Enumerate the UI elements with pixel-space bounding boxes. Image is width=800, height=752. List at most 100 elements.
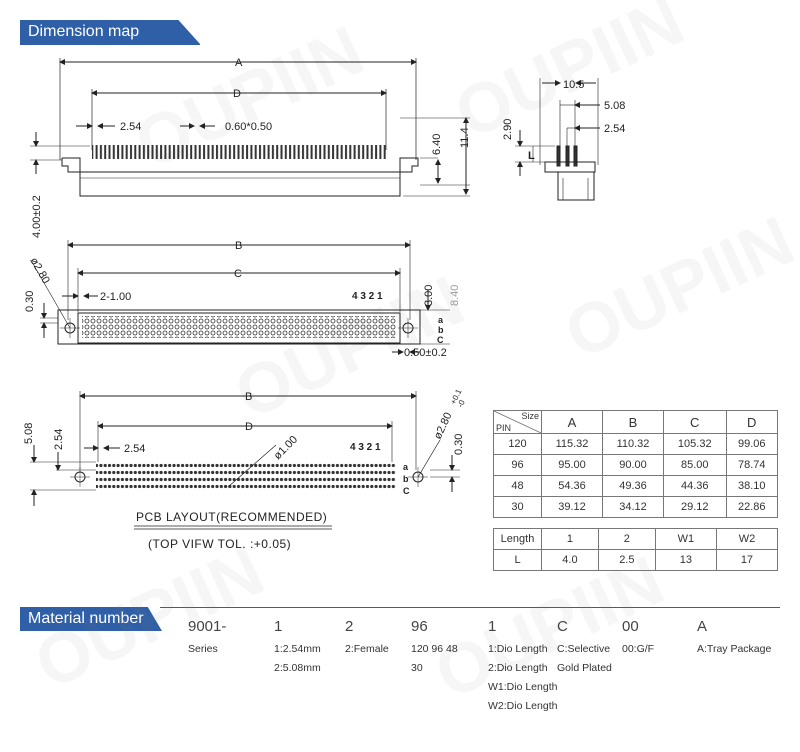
material-code-pitch: 1 bbox=[274, 618, 283, 635]
dimension-map-header: Dimension map bbox=[20, 20, 200, 44]
col-a: A bbox=[541, 410, 603, 434]
cell: 17 bbox=[715, 549, 779, 571]
material-code-plating: C bbox=[557, 618, 568, 635]
cell: 110.32 bbox=[602, 433, 664, 455]
cell: 105.32 bbox=[663, 433, 727, 455]
cell: 96 bbox=[493, 454, 542, 476]
cell: 2.5 bbox=[597, 549, 656, 571]
top-view bbox=[30, 58, 470, 197]
material-gender-desc: 2:Female bbox=[345, 643, 389, 655]
material-code-length: 1 bbox=[488, 618, 497, 635]
pcb-row-c: C bbox=[403, 486, 410, 496]
top-dim-d: D bbox=[233, 88, 241, 100]
side-h-290: 2.90 bbox=[502, 119, 514, 140]
pins-option-1: 120 96 48 bbox=[411, 643, 458, 655]
cell: 120 bbox=[493, 433, 542, 455]
length-option-2: 2:Dio Length bbox=[488, 662, 548, 674]
cell: 54.36 bbox=[541, 475, 603, 497]
top-pin-size: 0.60*0.50 bbox=[225, 121, 272, 133]
front-h-840: 8.40 bbox=[449, 285, 461, 306]
cell: L bbox=[493, 549, 542, 571]
cell: 115.32 bbox=[541, 433, 603, 455]
cell: 49.36 bbox=[602, 475, 664, 497]
length-option-w2: W2:Dio Length bbox=[488, 700, 558, 712]
cell: 85.00 bbox=[663, 454, 727, 476]
pin-label: PIN bbox=[496, 423, 512, 433]
front-row-b: b bbox=[438, 325, 444, 335]
pcb-row-a: a bbox=[403, 462, 409, 472]
length-option-1: 1:Dio Length bbox=[488, 643, 548, 655]
top-height-114: 11.4 bbox=[459, 127, 471, 148]
size-table-corner: Size PIN bbox=[493, 410, 542, 434]
table-row: 96 95.00 90.00 85.00 78.74 bbox=[493, 454, 778, 476]
pcb-dim-d: D bbox=[245, 421, 253, 433]
pcb-v-254: 2.54 bbox=[53, 429, 65, 450]
svg-text:OUPIIN: OUPIIN bbox=[443, 0, 695, 154]
cell: 39.12 bbox=[541, 496, 603, 518]
material-number-header: Material number bbox=[20, 607, 162, 631]
material-divider bbox=[160, 607, 780, 608]
material-code-gender: 2 bbox=[345, 618, 354, 635]
col-d: D bbox=[725, 410, 778, 434]
header-underline bbox=[20, 44, 200, 45]
cell: W2 bbox=[715, 528, 779, 550]
pcb-dim-b: B bbox=[245, 391, 252, 403]
cell: 90.00 bbox=[602, 454, 664, 476]
pcb-rows: 4 3 2 1 bbox=[350, 442, 381, 453]
material-code-package: A bbox=[697, 618, 708, 635]
cell: 95.00 bbox=[541, 454, 603, 476]
top-pitch: 2.54 bbox=[120, 121, 141, 133]
pcb-v-030: 0.30 bbox=[453, 434, 465, 455]
table-row: L 4.0 2.5 13 17 bbox=[493, 549, 779, 571]
front-dim-c: C bbox=[234, 268, 242, 280]
pins-option-2: 30 bbox=[411, 662, 423, 674]
pitch-option-2: 2:5.08mm bbox=[274, 662, 321, 674]
material-package-desc: A:Tray Package bbox=[697, 643, 772, 655]
cell: 78.74 bbox=[725, 454, 778, 476]
front-dim-b: B bbox=[235, 240, 242, 252]
table-row: 48 54.36 49.36 44.36 38.10 bbox=[493, 475, 778, 497]
material-pitch-desc: 1:2.54mm 2:5.08mm bbox=[274, 640, 321, 678]
material-length-desc: 1:Dio Length 2:Dio Length W1:Dio Length … bbox=[488, 640, 557, 716]
front-row-c: C bbox=[437, 335, 444, 345]
cell: Length bbox=[493, 528, 542, 550]
front-view bbox=[31, 240, 450, 355]
size-table: Size PIN A B C D 120 115.32 110.32 105.3… bbox=[493, 410, 778, 518]
side-w-508: 5.08 bbox=[604, 100, 625, 112]
cell: W1 bbox=[654, 528, 717, 550]
side-w-105: 10.5 bbox=[563, 79, 584, 91]
cell: 48 bbox=[493, 475, 542, 497]
cell: 30 bbox=[493, 496, 542, 518]
table-row: Length 1 2 W1 W2 bbox=[493, 528, 779, 550]
top-height-400: 4.00±0.2 bbox=[31, 195, 43, 238]
front-pitch: 2-1.00 bbox=[100, 291, 131, 303]
cell: 2 bbox=[597, 528, 656, 550]
material-code-gf: 00 bbox=[622, 618, 639, 635]
table-row: 30 39.12 34.12 29.12 22.86 bbox=[493, 496, 778, 518]
cell: 99.06 bbox=[725, 433, 778, 455]
front-hole: ø2.80 bbox=[27, 256, 51, 286]
material-code-series: 9001- bbox=[188, 618, 227, 635]
pcb-row-b: b bbox=[403, 474, 409, 484]
pcb-pitch: 2.54 bbox=[124, 443, 145, 455]
col-b: B bbox=[602, 410, 664, 434]
pcb-v-508: 5.08 bbox=[23, 423, 35, 444]
col-c: C bbox=[663, 410, 727, 434]
material-series-desc: Series bbox=[188, 643, 218, 655]
length-option-w1: W1:Dio Length bbox=[488, 681, 558, 693]
pcb-hole-small: ø1.00 bbox=[272, 434, 300, 462]
plating-line-2: Gold Plated bbox=[557, 662, 612, 674]
front-h-300: 3.00 bbox=[423, 285, 435, 306]
cell: 29.12 bbox=[663, 496, 727, 518]
side-l: L bbox=[528, 150, 535, 162]
material-code-pins: 96 bbox=[411, 618, 428, 635]
top-dim-a: A bbox=[235, 57, 243, 69]
material-pins-desc: 120 96 48 30 bbox=[411, 640, 458, 678]
material-plating-desc: C:Selective Gold Plated bbox=[557, 640, 612, 678]
svg-text:OUPIIN: OUPIIN bbox=[553, 201, 800, 374]
front-row-a: a bbox=[438, 315, 444, 325]
plating-line-1: C:Selective bbox=[557, 643, 611, 655]
side-view bbox=[515, 78, 600, 201]
pcb-hole-big: ø2.80 bbox=[432, 411, 455, 442]
